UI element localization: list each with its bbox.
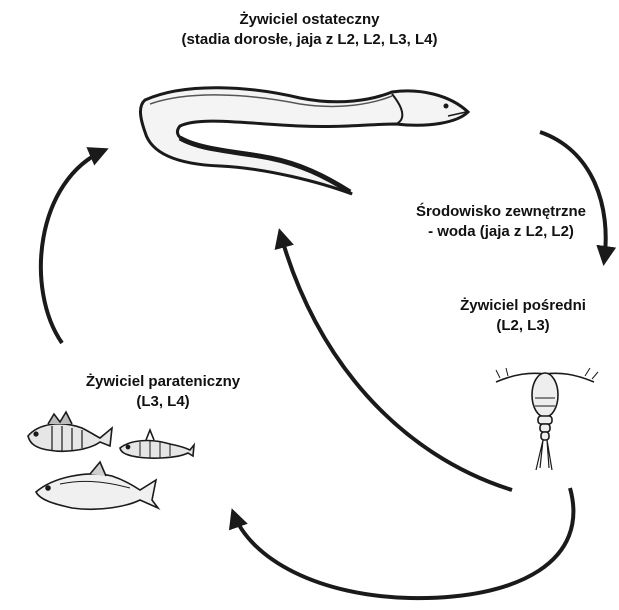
copepod-icon [496, 368, 598, 470]
environment-stages: - woda (jaja z L2, L2) [388, 222, 614, 242]
paratenic-host-stages: (L3, L4) [48, 392, 278, 412]
arrow-environment-to-intermediate [280, 232, 512, 490]
bream-icon [36, 462, 158, 509]
intermediate-host-stages: (L2, L3) [428, 316, 618, 336]
final-host-title: Żywiciel ostateczny [0, 10, 619, 30]
final-host-stages: (stadia dorosłe, jaja z L2, L2, L3, L4) [0, 30, 619, 50]
eel-icon [140, 88, 468, 194]
environment-label: Środowisko zewnętrzne - woda (jaja z L2,… [388, 202, 614, 242]
arrow-paratenic-to-final [41, 150, 105, 343]
stickleback-icon [120, 430, 194, 458]
environment-title: Środowisko zewnętrzne [388, 202, 614, 222]
intermediate-host-label: Żywiciel pośredni (L2, L3) [428, 296, 618, 336]
arrow-intermediate-to-paratenic [233, 488, 573, 598]
arrow-final-to-environment [540, 132, 606, 262]
perch-icon [28, 412, 112, 452]
intermediate-host-title: Żywiciel pośredni [428, 296, 618, 316]
paratenic-host-label: Żywiciel parateniczny (L3, L4) [48, 372, 278, 412]
final-host-label: Żywiciel ostateczny (stadia dorosłe, jaj… [0, 10, 619, 50]
paratenic-host-title: Żywiciel parateniczny [48, 372, 278, 392]
